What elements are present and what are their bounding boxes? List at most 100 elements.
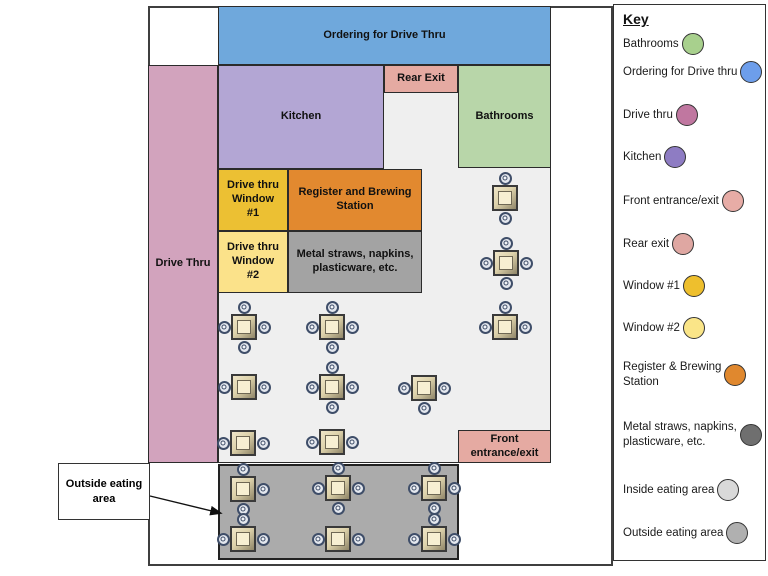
key-item-label: Register & Brewing Station bbox=[623, 361, 722, 388]
tabletop bbox=[427, 481, 441, 495]
zone-label-register-brewing: Register and Brewing Station bbox=[298, 186, 412, 212]
key-title: Key bbox=[623, 11, 649, 27]
chair-icon bbox=[351, 481, 365, 495]
zone-register-brewing: Register and Brewing Station bbox=[288, 169, 422, 231]
chair-icon bbox=[345, 380, 359, 394]
zone-label-drive-thru: Drive Thru bbox=[155, 257, 211, 270]
key-color-swatch bbox=[726, 522, 749, 544]
chair-icon bbox=[325, 300, 339, 314]
chair-icon bbox=[427, 512, 441, 526]
tabletop bbox=[499, 256, 513, 270]
key-item-bathrooms: Bathrooms bbox=[623, 32, 763, 56]
key-color-swatch bbox=[664, 146, 687, 168]
key-item-label: Metal straws, napkins, plasticware, etc. bbox=[623, 421, 737, 448]
chair-icon bbox=[351, 532, 365, 546]
outside-table bbox=[325, 475, 351, 501]
key-item-inside-eating-area: Inside eating area bbox=[623, 478, 763, 502]
zone-drive-thru-window-1: Drive thru Window #1 bbox=[218, 169, 288, 231]
key-item-kitchen: Kitchen bbox=[623, 145, 763, 169]
key-item-register-brewing: Register & Brewing Station bbox=[623, 360, 763, 390]
chair-icon bbox=[311, 532, 325, 546]
tabletop bbox=[236, 532, 250, 546]
chair-icon bbox=[479, 256, 493, 270]
inside-table bbox=[411, 375, 437, 401]
chair-icon bbox=[237, 300, 251, 314]
key-color-swatch bbox=[721, 190, 744, 212]
key-item-label: Outside eating area bbox=[623, 526, 724, 539]
zone-label-rear-exit: Rear Exit bbox=[397, 72, 445, 85]
chair-icon bbox=[331, 461, 345, 475]
chair-icon bbox=[325, 400, 339, 414]
zone-metal-straws: Metal straws, napkins, plasticware, etc. bbox=[288, 231, 422, 293]
tabletop bbox=[331, 532, 345, 546]
key-item-drive-thru: Drive thru bbox=[623, 103, 763, 127]
outside-area-callout: Outside eating area bbox=[58, 463, 150, 520]
zone-label-drive-thru-window-1: Drive thru Window #1 bbox=[227, 179, 279, 219]
zone-drive-thru-window-2: Drive thru Window #2 bbox=[218, 231, 288, 293]
key-item-front-entrance-exit: Front entrance/exit bbox=[623, 189, 763, 213]
chair-icon bbox=[236, 512, 250, 526]
outside-table bbox=[421, 475, 447, 501]
chair-icon bbox=[331, 501, 345, 515]
key-color-swatch bbox=[672, 233, 695, 255]
key-item-label: Bathrooms bbox=[623, 37, 679, 50]
inside-table bbox=[319, 314, 345, 340]
inside-table bbox=[231, 314, 257, 340]
chair-icon bbox=[217, 380, 231, 394]
key-item-label: Inside eating area bbox=[623, 483, 715, 496]
key-color-swatch bbox=[717, 479, 740, 501]
chair-icon bbox=[407, 481, 421, 495]
tabletop bbox=[237, 320, 251, 334]
chair-icon bbox=[447, 481, 461, 495]
tabletop bbox=[325, 320, 339, 334]
chair-icon bbox=[407, 532, 421, 546]
zone-label-kitchen: Kitchen bbox=[280, 110, 322, 123]
key-item-rear-exit: Rear exit bbox=[623, 232, 763, 256]
inside-table bbox=[231, 374, 257, 400]
chair-icon bbox=[447, 532, 461, 546]
inside-table bbox=[493, 250, 519, 276]
chair-icon bbox=[217, 320, 231, 334]
key-item-label: Rear exit bbox=[623, 237, 670, 250]
chair-icon bbox=[256, 532, 270, 546]
tabletop bbox=[325, 435, 339, 449]
key-item-label: Drive thru bbox=[623, 108, 673, 121]
zone-label-bathrooms: Bathrooms bbox=[475, 109, 534, 122]
key-color-swatch bbox=[740, 61, 763, 83]
inside-table bbox=[230, 430, 256, 456]
zone-label-ordering-drive-thru: Ordering for Drive Thru bbox=[323, 28, 446, 41]
chair-icon bbox=[498, 211, 512, 225]
key-color-swatch bbox=[675, 104, 698, 126]
zone-front-entrance-exit: Front entrance/exit bbox=[458, 430, 551, 463]
chair-icon bbox=[236, 462, 250, 476]
zone-bathrooms: Bathrooms bbox=[458, 65, 551, 168]
chair-icon bbox=[417, 401, 431, 415]
chair-icon bbox=[305, 320, 319, 334]
chair-icon bbox=[325, 340, 339, 354]
chair-icon bbox=[437, 381, 451, 395]
zone-label-front-entrance-exit: Front entrance/exit bbox=[470, 432, 539, 459]
zone-label-metal-straws: Metal straws, napkins, plasticware, etc. bbox=[296, 248, 414, 274]
outside-area-callout-label: Outside eating area bbox=[65, 478, 143, 505]
outside-table bbox=[421, 526, 447, 552]
key-item-label: Ordering for Drive thru bbox=[623, 65, 738, 78]
chair-icon bbox=[256, 436, 270, 450]
tabletop bbox=[331, 481, 345, 495]
chair-icon bbox=[499, 236, 513, 250]
tabletop bbox=[498, 191, 512, 205]
chair-icon bbox=[305, 435, 319, 449]
outside-table bbox=[325, 526, 351, 552]
chair-icon bbox=[499, 276, 513, 290]
outside-table bbox=[230, 526, 256, 552]
zone-label-drive-thru-window-2: Drive thru Window #2 bbox=[227, 241, 279, 281]
tabletop bbox=[236, 436, 250, 450]
zone-kitchen: Kitchen bbox=[218, 65, 384, 169]
chair-icon bbox=[345, 435, 359, 449]
chair-icon bbox=[345, 320, 359, 334]
chair-icon bbox=[216, 532, 230, 546]
tabletop bbox=[498, 320, 512, 334]
chair-icon bbox=[498, 300, 512, 314]
tabletop bbox=[237, 380, 251, 394]
key-item-metal-straws: Metal straws, napkins, plasticware, etc. bbox=[623, 420, 763, 450]
